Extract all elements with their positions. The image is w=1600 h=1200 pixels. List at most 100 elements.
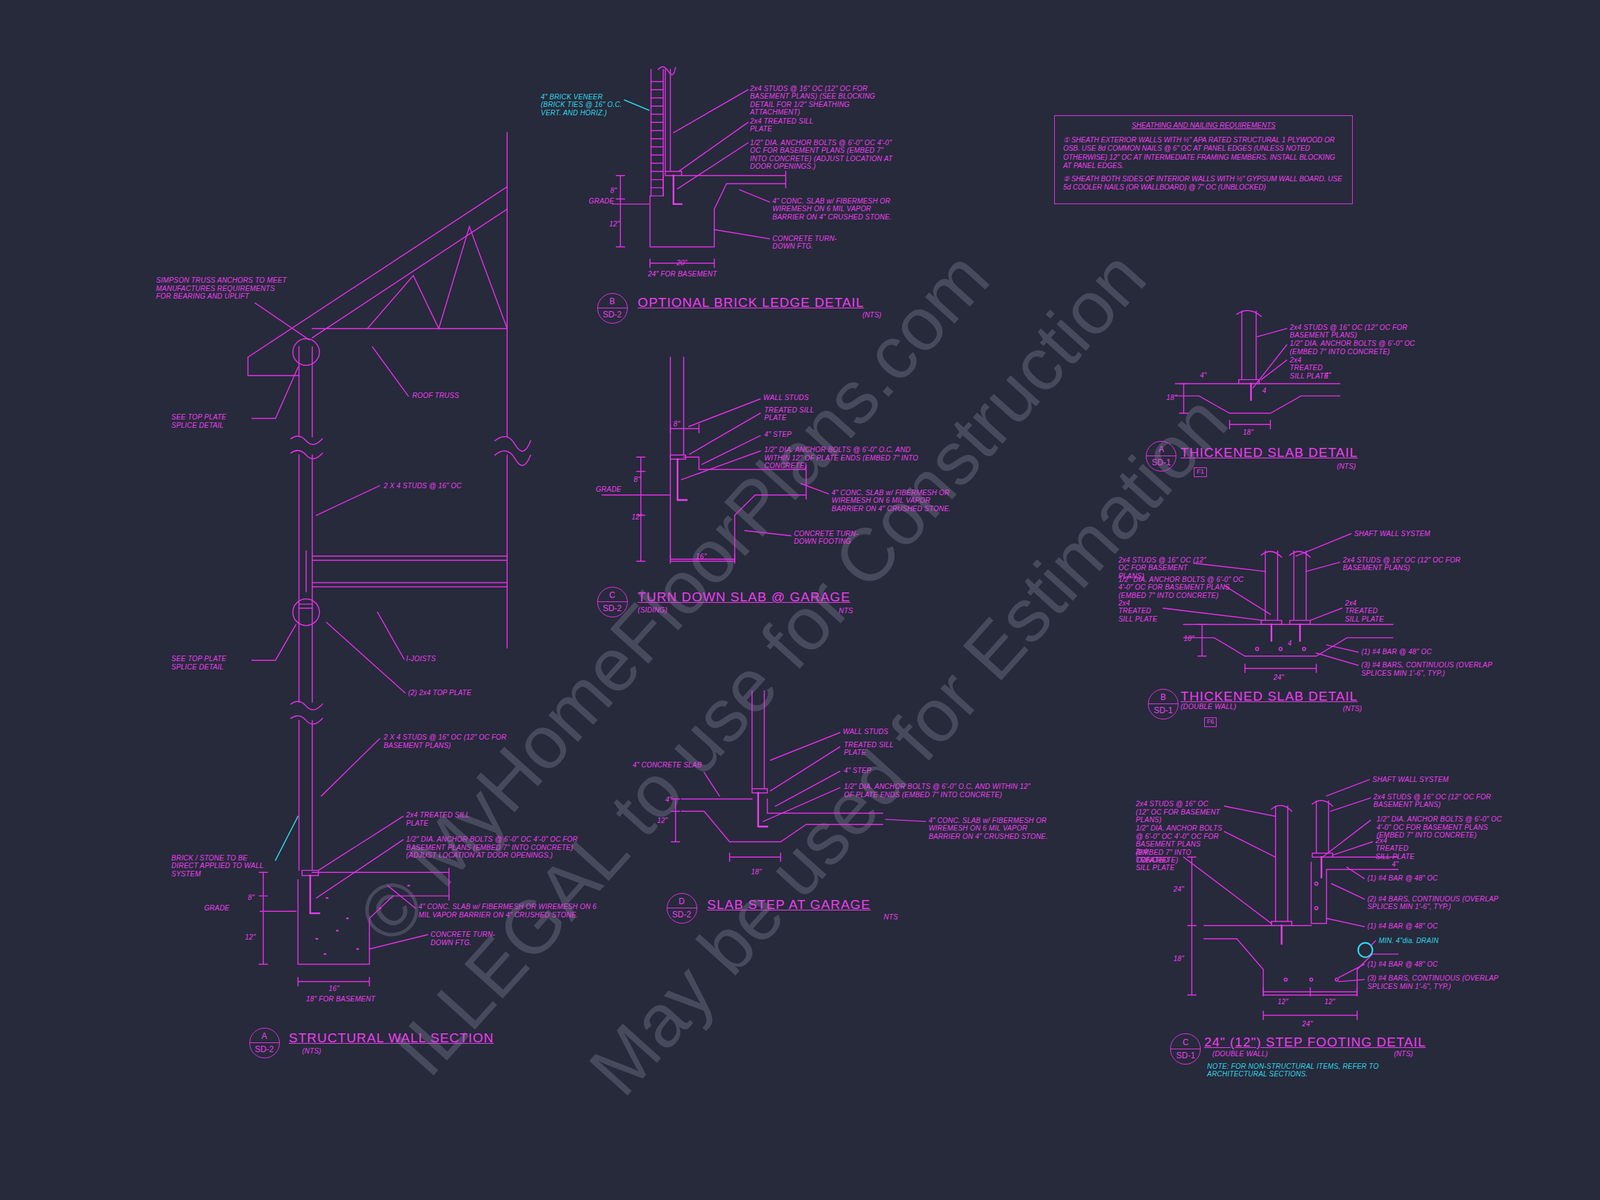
annotation: 4" STEP bbox=[843, 766, 871, 775]
annotation: 16" bbox=[328, 984, 339, 994]
detail-bubble: BSD-1 bbox=[1147, 688, 1179, 720]
annotation: 16" bbox=[695, 552, 707, 562]
annotation: MIN. 4"dia. DRAIN bbox=[1378, 936, 1439, 946]
annotation: 4" bbox=[1391, 860, 1399, 869]
annotation: 2x4 STUDS @ 16" OC (12" OC FOR BASEMENT … bbox=[1135, 800, 1223, 825]
annotation: 4" CONCRETE SLAB bbox=[632, 761, 705, 770]
annotation: 2x4 TREATED SILL PLATE bbox=[1345, 599, 1391, 624]
footing-mark: F1 bbox=[1196, 468, 1205, 475]
detail-title: OPTIONAL BRICK LEDGE DETAIL bbox=[637, 295, 864, 311]
detail-title: STRUCTURAL WALL SECTION bbox=[288, 1030, 494, 1046]
annotation: ROOF TRUSS bbox=[412, 391, 460, 400]
detail-bubble: CSD-2 bbox=[597, 586, 628, 618]
detail-bubble: BSD-2 bbox=[597, 293, 628, 324]
annotation: 1/2" DIA. ANCHOR BOLTS @ 6'-0" OC 4'-0" … bbox=[406, 835, 590, 860]
annotation: 4" CONC. SLAB w/ FIBERMESH OR WIREMESH O… bbox=[928, 816, 1057, 841]
annotation: SIMPSON TRUSS ANCHORS TO MEET MANUFACTUR… bbox=[156, 276, 289, 301]
annotation: 1/2" DIA. ANCHOR BOLTS @ 6'-0" O.C. AND … bbox=[843, 782, 1033, 799]
sheet-number: SD-2 bbox=[667, 907, 697, 921]
detail-bubble: CSD-1 bbox=[1170, 1033, 1201, 1064]
annotation: 12" bbox=[245, 933, 256, 942]
annotation: (NTS) bbox=[862, 311, 882, 320]
annotation: 1/2" DIA. ANCHOR BOLTS @ 6'-0" OC 4'-0" … bbox=[1376, 815, 1505, 840]
annotation: 18" bbox=[1166, 393, 1178, 403]
annotation: 4" STEP bbox=[764, 430, 792, 439]
annotation: 8" bbox=[633, 475, 641, 485]
annotation: (NTS) bbox=[1393, 1050, 1414, 1059]
sheet-number: SD-2 bbox=[597, 601, 628, 615]
detail-letter: A bbox=[250, 1029, 280, 1043]
annotation: (SIDING) bbox=[637, 606, 668, 615]
annotation: 4" bbox=[1200, 371, 1207, 380]
annotation: 24" bbox=[1273, 673, 1285, 682]
annotation: SEE TOP PLATE SPLICE DETAIL bbox=[171, 413, 252, 430]
annotation: 4 bbox=[1262, 386, 1267, 396]
annotation: 2x4 STUDS @ 16" OC (12" OC FOR BASEMENT … bbox=[1289, 323, 1423, 340]
annotation: 4 bbox=[1287, 639, 1292, 648]
detail-title: 24" (12") STEP FOOTING DETAIL bbox=[1204, 1034, 1426, 1050]
detail-bubble: ASD-1 bbox=[1145, 440, 1177, 472]
annotation: NTS bbox=[838, 606, 854, 616]
detail-title: THICKENED SLAB DETAIL bbox=[1180, 688, 1358, 705]
slab-step bbox=[671, 690, 926, 862]
annotation: GRADE bbox=[204, 904, 230, 913]
notes-item: ② SHEATH BOTH SIDES OF INTERIOR WALLS WI… bbox=[1063, 175, 1345, 193]
annotation: (NTS) bbox=[1343, 704, 1363, 714]
detail-bubble: ASD-2 bbox=[249, 1027, 280, 1059]
annotation: (DOUBLE WALL) bbox=[1212, 1050, 1269, 1059]
annotation: 2x4 TREATED SILL PLATE bbox=[1118, 599, 1164, 624]
annotation: 1/2" DIA. ANCHOR BOLTS @ 6'-0" OC 4'-0" … bbox=[1118, 575, 1246, 600]
annotation: (2) #4 BARS, CONTINUOUS (OVERLAP SPLICES… bbox=[1367, 895, 1505, 912]
annotation: 2x4 STUDS @ 16" OC (12" OC FOR BASEMENT … bbox=[1373, 793, 1502, 810]
detail-title: SLAB STEP AT GARAGE bbox=[706, 897, 871, 913]
annotation: 2x4 TREATED SILL PLATE bbox=[406, 811, 489, 828]
annotation: 4" BRICK VENEER (BRICK TIES @ 16" O.C. V… bbox=[540, 93, 623, 118]
annotation: 4" CONC. SLAB w/ FIBERMESH OR WIREMESH O… bbox=[418, 902, 607, 919]
annotation: CONCRETE TURN-DOWN FTG. bbox=[430, 930, 498, 947]
annotation: SEE TOP PLATE SPLICE DETAIL bbox=[171, 654, 252, 671]
annotation: (1) #4 BAR @ 48" OC bbox=[1367, 960, 1438, 969]
annotation: (1) #4 BAR @ 48" OC bbox=[1367, 874, 1438, 883]
annotation: (DOUBLE WALL) bbox=[1180, 702, 1237, 712]
annotation: GRADE bbox=[595, 485, 622, 494]
annotation: 12" bbox=[656, 816, 668, 825]
annotation: 8" bbox=[247, 893, 255, 903]
detail-letter: B bbox=[1148, 690, 1178, 704]
watermark: ILLEGAL to use for Construction bbox=[381, 238, 1159, 1089]
annotation: (3) #4 BARS, CONTINUOUS (OVERLAP SPLICES… bbox=[1367, 974, 1505, 991]
annotation: TREATED SILL PLATE bbox=[764, 406, 837, 423]
annotation: SHAFT WALL SYSTEM bbox=[1372, 775, 1449, 785]
annotation: CONCRETE TURN-DOWN FOOTING bbox=[793, 529, 861, 546]
annotation: 24" bbox=[1302, 1020, 1313, 1029]
annotation: 1/2" DIA. ANCHOR BOLTS @ 6'-0" OC 4'-0" … bbox=[750, 138, 898, 171]
notes-heading: SHEATHING AND NAILING REQUIREMENTS bbox=[1063, 121, 1345, 131]
notes-item: ① SHEATH EXTERIOR WALLS WITH ½" APA RATE… bbox=[1063, 136, 1345, 171]
detail-letter: D bbox=[667, 895, 697, 908]
annotation: 2x4 TREATED SILL PLATE bbox=[1135, 847, 1182, 873]
footing-mark: F6 bbox=[1206, 718, 1215, 725]
sheet-number: SD-2 bbox=[597, 307, 628, 321]
double-wall-slab bbox=[1163, 533, 1394, 673]
annotation: (1) #4 BAR @ 48" OC bbox=[1367, 922, 1438, 931]
annotation: 18" FOR BASEMENT bbox=[306, 995, 376, 1004]
annotation: 8" bbox=[673, 420, 681, 429]
annotation: (2) 2x4 TOP PLATE bbox=[408, 688, 472, 698]
annotation: 4" bbox=[1324, 371, 1332, 380]
annotation: TREATED SILL PLATE bbox=[843, 740, 916, 757]
detail-letter: B bbox=[597, 295, 628, 308]
detail-letter: A bbox=[1146, 443, 1176, 456]
footing-tag: F1 bbox=[1193, 467, 1207, 478]
sheet-number: SD-2 bbox=[250, 1042, 280, 1056]
annotation: GRADE bbox=[588, 197, 615, 206]
annotation: 1/2" DIA. ANCHOR BOLTS @ 6'-0" O.C. AND … bbox=[764, 445, 923, 471]
annotation: 12" bbox=[1277, 997, 1289, 1007]
annotation: WALL STUDS bbox=[843, 727, 889, 737]
annotation: 18" bbox=[750, 868, 762, 877]
annotation: (3) #4 BARS, CONTINUOUS (OVERLAP SPLICES… bbox=[1361, 661, 1499, 678]
annotation: 2x4 TREATED SILL PLATE bbox=[1375, 836, 1422, 862]
annotation: 20" bbox=[676, 259, 687, 268]
annotation: I-JOISTS bbox=[406, 654, 437, 664]
annotation: 24" bbox=[1173, 885, 1185, 894]
annotation: 18" bbox=[1183, 634, 1194, 644]
